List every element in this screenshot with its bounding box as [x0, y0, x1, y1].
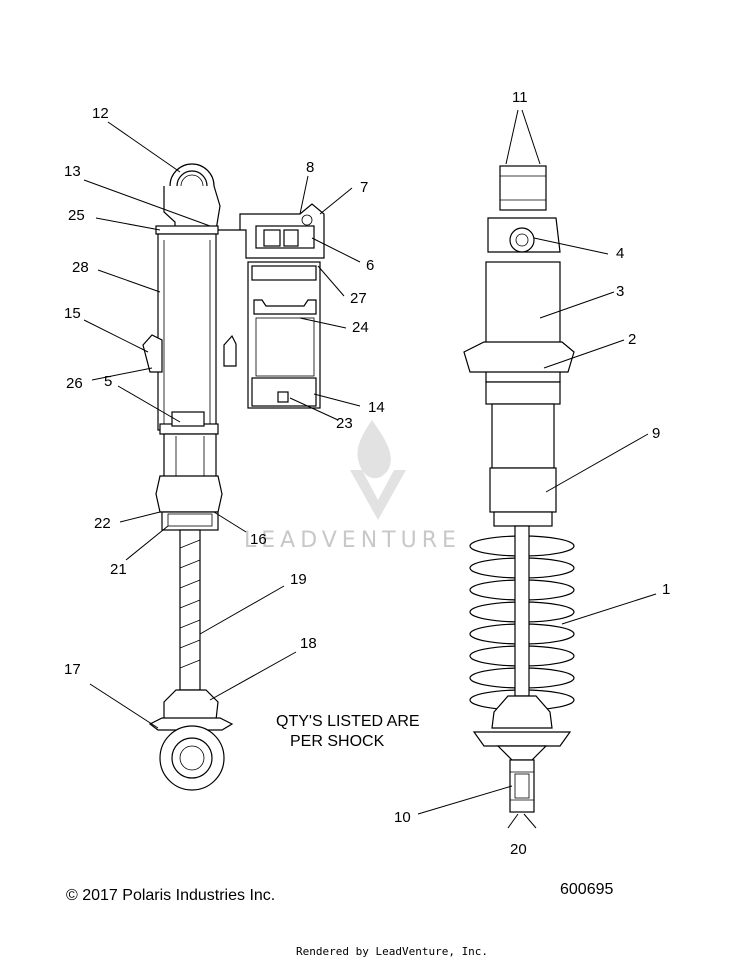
callout-25: 25: [68, 207, 85, 224]
callout-8: 8: [306, 159, 314, 176]
callout-24: 24: [352, 319, 369, 336]
callout-26: 26: [66, 375, 83, 392]
callout-28: 28: [72, 259, 89, 276]
callout-7: 7: [360, 179, 368, 196]
callout-23: 23: [336, 415, 353, 432]
callout-19: 19: [290, 571, 307, 588]
copyright-text: © 2017 Polaris Industries Inc.: [66, 887, 275, 904]
watermark-logo: LEADVENTURE: [244, 420, 461, 553]
callout-labels: 12 13 25 28 15 26 5 22 21 16 19 18 17 8 …: [64, 89, 670, 858]
callout-10: 10: [394, 809, 411, 826]
callout-9: 9: [652, 425, 660, 442]
callout-20: 20: [510, 841, 527, 858]
callout-13: 13: [64, 163, 81, 180]
callout-4: 4: [616, 245, 624, 262]
right-shock-assembly: [463, 165, 575, 813]
rendered-by-text: Rendered by LeadVenture, Inc.: [296, 945, 488, 958]
watermark-text: LEADVENTURE: [244, 528, 461, 553]
callout-27: 27: [350, 290, 367, 307]
callout-14: 14: [368, 399, 385, 416]
callout-22: 22: [94, 515, 111, 532]
callout-1: 1: [662, 581, 670, 598]
callout-18: 18: [300, 635, 317, 652]
shaft-hatch: [179, 539, 201, 669]
callout-3: 3: [616, 283, 624, 300]
callout-11: 11: [512, 89, 528, 106]
callout-5: 5: [104, 373, 112, 390]
note-line-1: QTY'S LISTED ARE: [276, 713, 420, 730]
callout-2: 2: [628, 331, 636, 348]
callout-15: 15: [64, 305, 81, 322]
callout-16: 16: [250, 531, 267, 548]
leader-lines: [83, 109, 657, 829]
callout-6: 6: [366, 257, 374, 274]
quantity-note: QTY'S LISTED ARE PER SHOCK: [276, 713, 420, 750]
diagram-number: 600695: [560, 881, 613, 898]
note-line-2: PER SHOCK: [290, 733, 385, 750]
callout-17: 17: [64, 661, 81, 678]
callout-12: 12: [92, 105, 109, 122]
callout-21: 21: [110, 561, 127, 578]
left-shock-assembly: [142, 163, 325, 791]
